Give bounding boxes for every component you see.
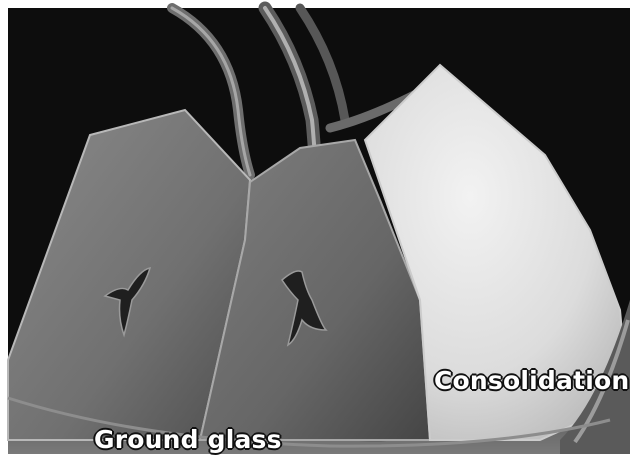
consolidation-label: Consolidation xyxy=(434,368,629,393)
ground-glass-label: Ground glass xyxy=(94,427,282,452)
